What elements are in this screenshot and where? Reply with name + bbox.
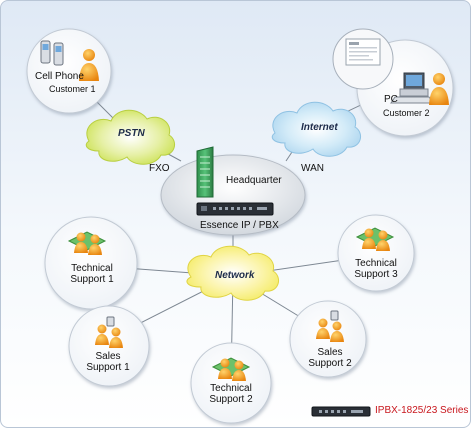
technical-support-2-line-2: Support 2 (209, 394, 253, 405)
customer-1-device-label: Cell Phone (35, 71, 84, 82)
group-icon (355, 227, 395, 251)
headquarter-label: Headquarter (226, 175, 282, 186)
wan-label: WAN (301, 163, 324, 174)
technical-support-2-node (190, 342, 272, 424)
building-icon (196, 146, 214, 198)
sales-support-1-node (68, 305, 150, 387)
pbx-device-icon (311, 406, 371, 417)
customer-2-device-label: PC (384, 94, 398, 105)
group-icon (211, 357, 251, 381)
person-icon (429, 73, 449, 105)
pstn-cloud (85, 109, 176, 165)
pc-icon (390, 72, 434, 104)
sales-support-2-line-2: Support 2 (308, 358, 352, 369)
technical-support-2-label: Technical Support 2 (202, 383, 260, 405)
group-icon (67, 231, 107, 255)
pstn-label: PSTN (118, 128, 145, 139)
customer-1-node (26, 28, 112, 114)
internet-label: Internet (301, 122, 338, 133)
technical-support-3-node (337, 214, 415, 292)
fxo-label: FXO (149, 163, 170, 174)
sales-support-2-node (289, 300, 367, 378)
person-icon (95, 316, 123, 348)
network-cloud (186, 245, 280, 301)
customer-2-node (332, 28, 454, 137)
network-label: Network (215, 270, 255, 281)
customer-1-name-label: Customer 1 (49, 84, 96, 94)
technical-support-3-line-2: Support 3 (354, 269, 398, 280)
sales-support-2-line-1: Sales (317, 347, 343, 358)
cell-phone-icon (40, 40, 64, 66)
screenshot-thumbnail (345, 38, 381, 66)
technical-support-1-node (44, 216, 138, 310)
sales-support-1-label: Sales Support 1 (81, 351, 135, 373)
sales-support-2-label: Sales Support 2 (303, 347, 357, 369)
technical-support-3-line-1: Technical (355, 258, 397, 269)
pbx-device-label: Essence IP / PBX (200, 220, 279, 231)
customer-2-name-label: Customer 2 (383, 108, 430, 118)
pbx-device-icon (196, 202, 274, 216)
person-icon (316, 310, 344, 342)
sales-support-1-line-1: Sales (95, 351, 121, 362)
sales-support-1-line-2: Support 1 (86, 362, 130, 373)
internet-cloud (271, 101, 362, 157)
series-label: IPBX-1825/23 Series (375, 405, 469, 416)
headquarter-node (160, 146, 306, 236)
technical-support-2-line-1: Technical (210, 383, 252, 394)
technical-support-3-label: Technical Support 3 (347, 258, 405, 280)
technical-support-1-line-1: Technical (71, 263, 113, 274)
technical-support-1-label: Technical Support 1 (63, 263, 121, 285)
technical-support-1-line-2: Support 1 (70, 274, 114, 285)
person-icon (79, 49, 99, 81)
